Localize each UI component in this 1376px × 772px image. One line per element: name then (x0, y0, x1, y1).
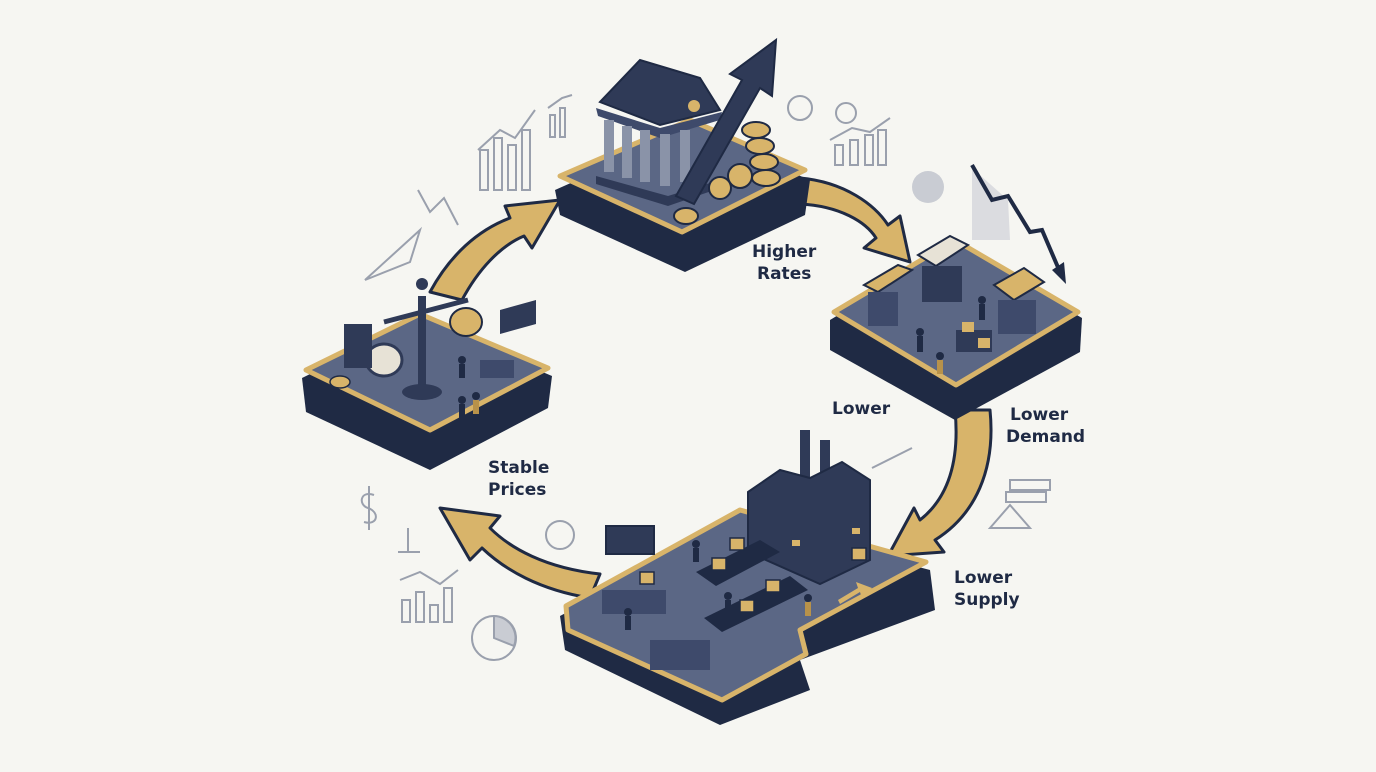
label-stable-prices: Stable Prices (488, 457, 549, 501)
label-lower: Lower (832, 399, 891, 419)
pencil-sketch-icon (364, 226, 423, 281)
bar-chart-sketch-icon (477, 109, 536, 191)
bank-icon (596, 58, 726, 206)
label-lower-demand-line1: Lower (1010, 405, 1069, 425)
arrow-supply-to-stable (438, 506, 602, 600)
bank-platform (555, 37, 810, 272)
label-lower-supply-line2: Supply (954, 590, 1020, 610)
bar-chart-lower-left-sketch-icon (399, 569, 459, 623)
euro-sketch-icon-2 (835, 102, 857, 124)
mini-bar-chart-sketch-icon (547, 94, 573, 138)
coin-stack-icon (673, 121, 781, 225)
dollar-coin-sketch-icon (545, 520, 575, 550)
label-lower-supply: Lower Supply (954, 567, 1020, 611)
label-lower-supply-line1: Lower (954, 568, 1013, 588)
factory-icon (747, 430, 871, 586)
dollar-sign-sketch-icon (360, 486, 377, 530)
dollar-coin-icon (329, 324, 372, 389)
shop-counter-icon (602, 525, 710, 670)
falling-trend-icon (970, 164, 1066, 284)
label-higher-rates-line1: Higher (752, 242, 817, 262)
cycle-arrows (428, 176, 993, 600)
label-stable-prices-line1: Stable (488, 458, 550, 478)
shoppers-icon (916, 296, 986, 374)
arrow-rates-to-demand (798, 176, 912, 264)
people-icon (458, 356, 480, 420)
label-higher-rates-line2: Rates (757, 264, 812, 284)
label-lower-demand: Lower Demand (1006, 404, 1085, 448)
signboard-icon (480, 300, 536, 378)
label-lower-demand-line2: Demand (1006, 427, 1086, 447)
dollar-sketch-right-icon (912, 171, 944, 203)
balance-platform (302, 278, 552, 470)
flow-arrow-icon (838, 582, 872, 604)
label-stable-prices-line2: Prices (488, 480, 547, 500)
conveyor-belt-icon (696, 540, 808, 632)
money-stack-sketch-icon (987, 479, 1051, 529)
label-higher-rates: Higher Rates (752, 241, 816, 285)
euro-sketch-icon (787, 95, 813, 121)
arrow-demand-to-supply (886, 408, 993, 558)
line-chart-small-sketch-icon (871, 447, 913, 469)
arrow-stable-to-rates (428, 198, 562, 302)
rising-arrow-icon (674, 37, 778, 206)
workers-icon (624, 540, 812, 630)
line-chart-sketch-icon (417, 189, 459, 226)
background-sketches (360, 94, 1051, 661)
factory-platform (560, 430, 935, 725)
bar-chart-right-sketch-icon (829, 117, 891, 166)
market-platform (830, 234, 1082, 420)
balance-scale-icon (364, 278, 483, 400)
market-stalls-icon (861, 234, 1046, 352)
